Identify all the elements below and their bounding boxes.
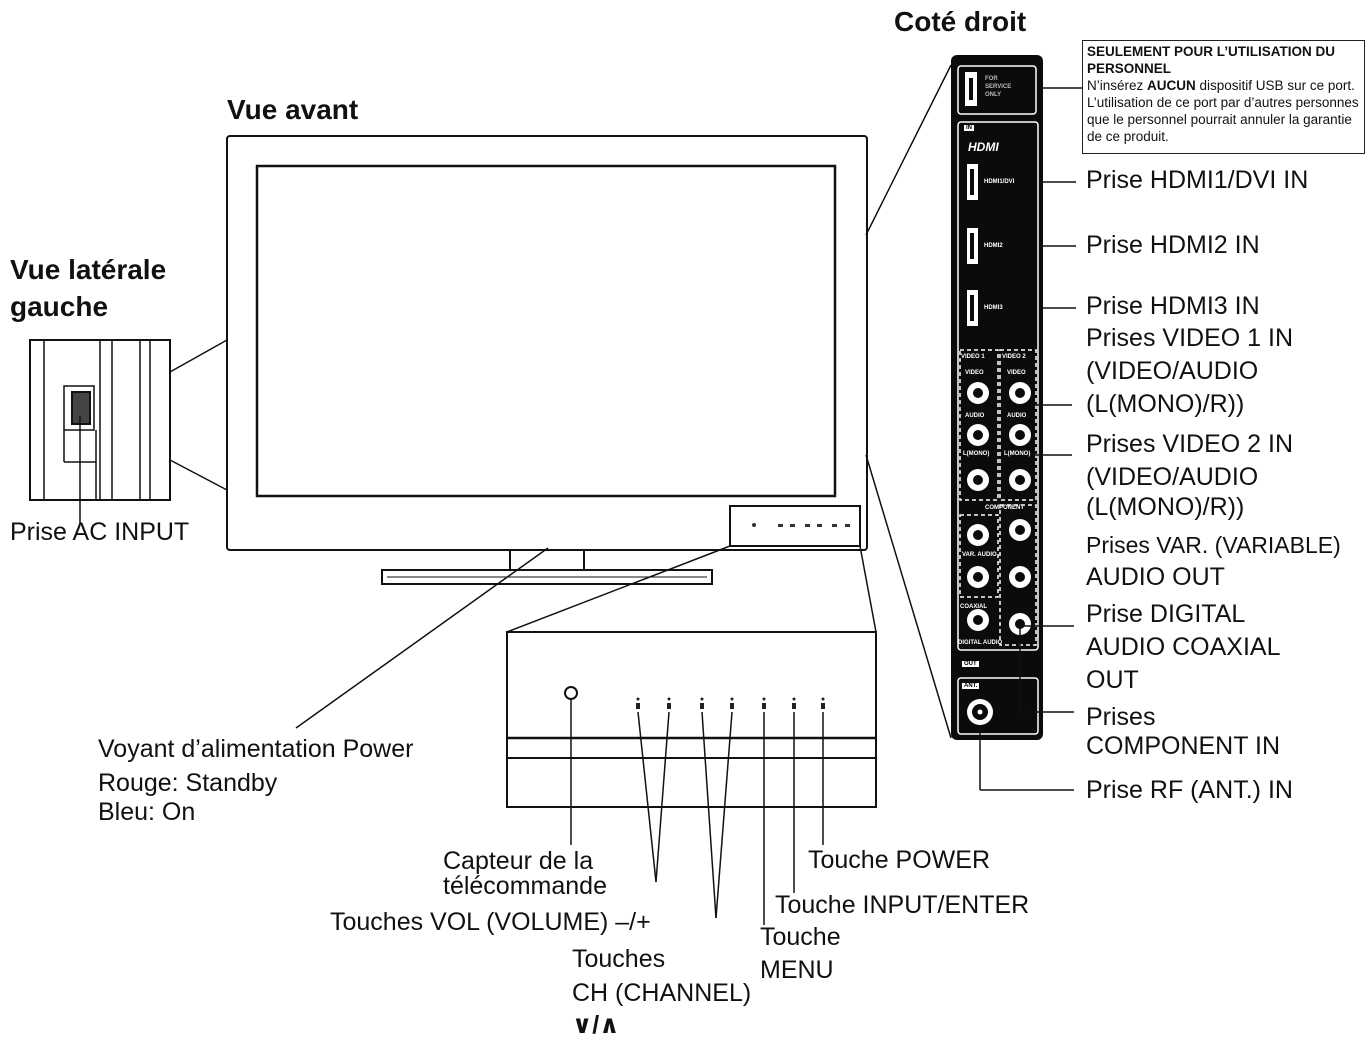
left-side-heading: Vue latérale [10,254,167,285]
vol-plus-button [667,703,671,709]
panel-audio-label: AUDIO [1007,413,1027,419]
label-video2: Prises VIDEO 2 IN [1086,430,1293,458]
panel-audio-label: AUDIO [965,413,985,419]
front-view-heading: Vue avant [227,94,359,125]
label-ch-buttons: CH (CHANNEL) [572,979,752,1007]
label-var-audio: AUDIO OUT [1086,563,1225,591]
ch-up-button [730,703,734,709]
panel-in-label: IN [964,125,974,131]
panel-component-label: COMPONENT [985,505,1024,511]
label-remote-sensor: télécommande [443,872,607,900]
label-video2: (L(MONO)/R)) [1086,493,1245,521]
label-ch-buttons: Touches [572,945,666,973]
label-power-indicator: Rouge: Standby [98,769,278,797]
power-button [821,703,825,709]
label-digital-audio: AUDIO COAXIAL [1086,633,1281,661]
tv-stand-base [381,569,713,585]
tv-screen [255,164,837,498]
label-digital-audio: OUT [1086,666,1139,694]
label-var-audio: Prises VAR. (VARIABLE) [1086,532,1341,558]
panel-service-label: SERVICE [985,84,1012,90]
label-power-indicator: Bleu: On [98,798,196,826]
panel-video-label: VIDEO [1007,370,1026,376]
label-video2: (VIDEO/AUDIO [1086,463,1259,491]
label-input-button: Touche INPUT/ENTER [775,891,1030,919]
panel-var-audio-label: VAR. AUDIO [962,552,997,558]
control-panel-zoom [506,631,877,808]
label-digital-audio: Prise DIGITAL [1086,600,1246,628]
remote-sensor [564,686,578,700]
label-menu-button: Touche [760,923,841,951]
control-strip [729,505,861,547]
input-button [792,703,796,709]
service-notice: SEULEMENT POUR L’UTILISATION DU PERSONNE… [1082,40,1365,154]
panel-video1-label: VIDEO 1 [961,354,985,360]
label-video1: Prises VIDEO 1 IN [1086,324,1293,352]
panel-out-label: OUT [962,661,979,667]
label-menu-button: MENU [760,956,834,984]
panel-service-label: FOR [985,76,998,82]
notice-text: dispositif USB sur ce port. L’utilisatio… [1087,78,1359,144]
label-remote-sensor: Capteur de la [443,847,594,875]
panel-video2-label: VIDEO 2 [1002,354,1026,360]
panel-lmono-label: L(MONO) [1004,451,1031,457]
vol-minus-button [636,703,640,709]
label-vol-buttons: Touches VOL (VOLUME) –/+ [330,908,651,936]
panel-digital-audio-label: DIGITAL AUDIO [958,640,1003,646]
panel-service-label: ONLY [985,92,1002,98]
label-hdmi3: Prise HDMI3 IN [1086,292,1260,320]
label-component: COMPONENT IN [1086,732,1280,760]
left-side-heading: gauche [10,291,109,322]
panel-lmono-label: L(MONO) [963,451,990,457]
label-component: Prises [1086,703,1156,731]
panel-ant-label: ANT. [962,683,980,689]
right-side-heading: Coté droit [894,6,1027,37]
notice-text: N’insérez [1087,78,1148,93]
panel-coaxial-label: COAXIAL [960,604,987,610]
panel-hdmi2-label: HDMI2 [984,243,1003,249]
label-ch-buttons: ∨/∧ [572,1011,620,1039]
ch-down-button [700,703,704,709]
label-video1: (L(MONO)/R)) [1086,390,1245,418]
label-ac-input: Prise AC INPUT [10,518,190,546]
panel-hdmi3-label: HDMI3 [984,305,1003,311]
label-video1: (VIDEO/AUDIO [1086,357,1259,385]
label-hdmi1: Prise HDMI1/DVI IN [1086,166,1309,194]
tv-bezel [226,135,868,551]
notice-text-bold: AUCUN [1147,78,1196,93]
label-rf-ant: Prise RF (ANT.) IN [1086,776,1293,804]
panel-video-label: VIDEO [965,370,984,376]
panel-hdmi1-label: HDMI1/DVI [984,179,1015,185]
label-power-button: Touche POWER [808,846,991,874]
hdmi-logo: HDMI [968,140,999,154]
label-hdmi2: Prise HDMI2 IN [1086,231,1260,259]
menu-button [762,703,766,709]
notice-title: SEULEMENT POUR L’UTILISATION DU PERSONNE… [1087,44,1336,76]
label-power-indicator: Voyant d’alimentation Power [98,735,414,763]
